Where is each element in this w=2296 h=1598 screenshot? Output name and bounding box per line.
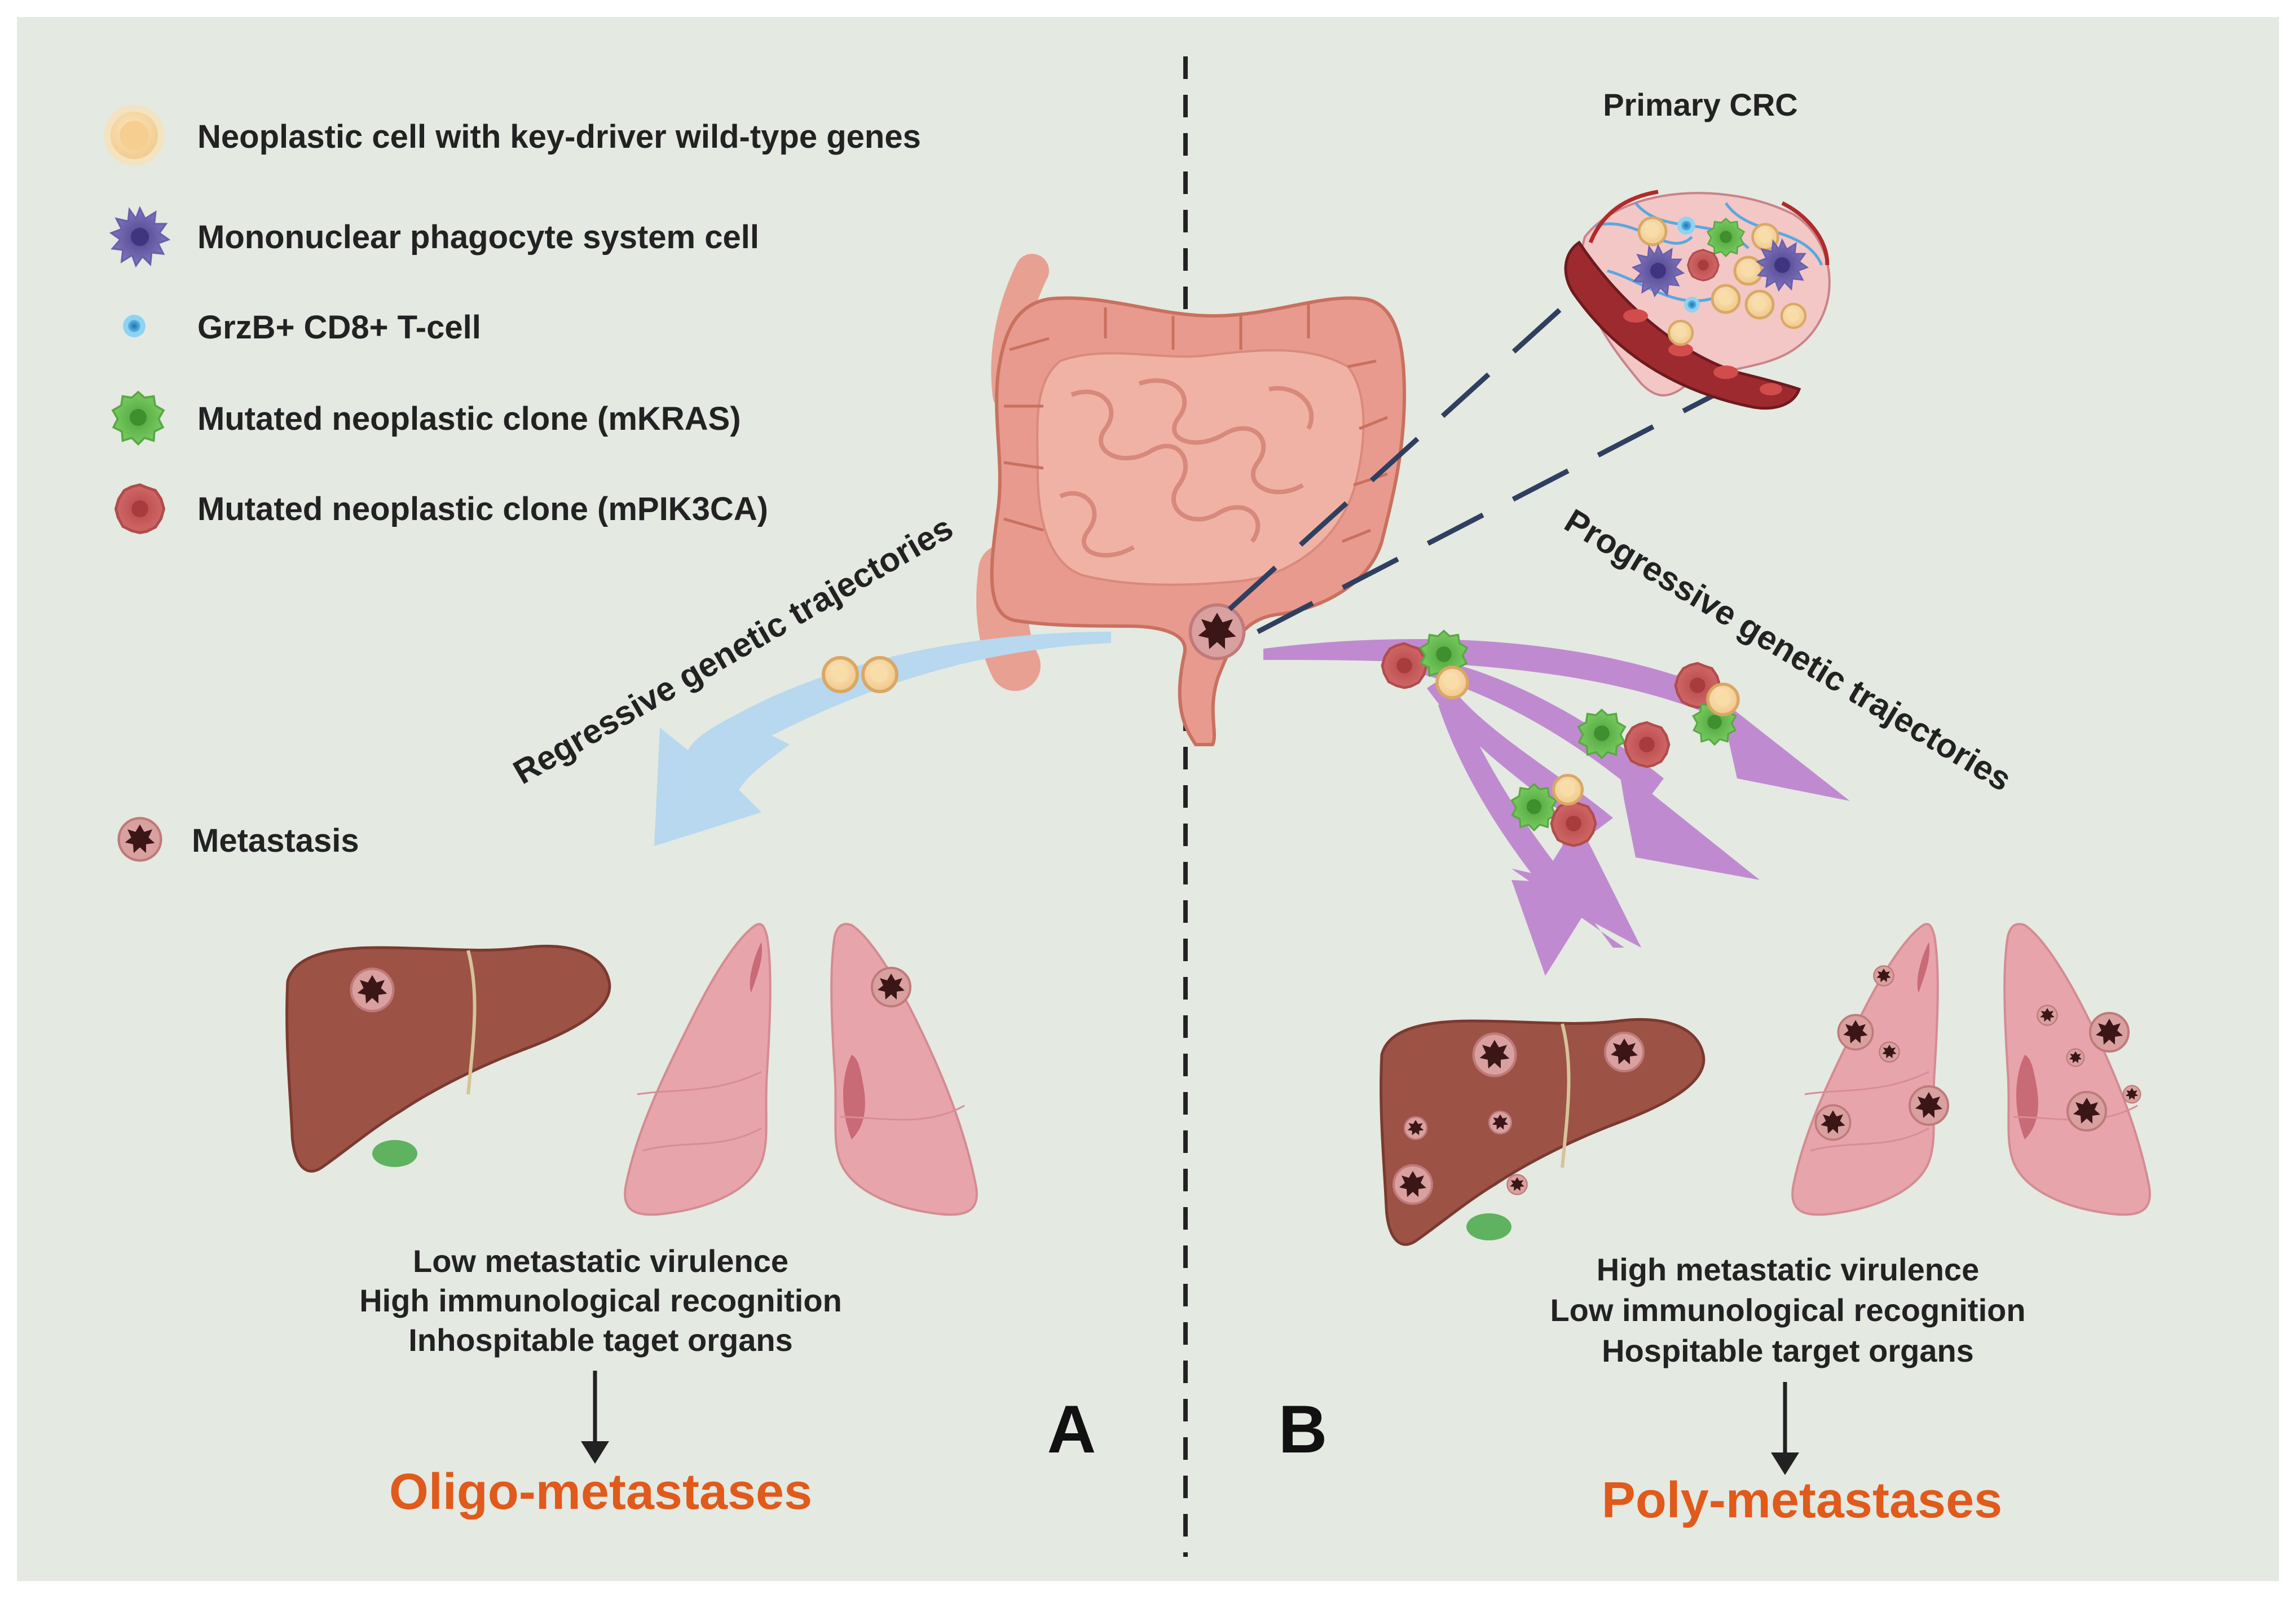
panel-a-letter: A (1047, 1392, 1096, 1467)
panel-b-text: High metastatic virulence Low immunologi… (1550, 1252, 2025, 1529)
legend-label-pik3ca: Mutated neoplastic clone (mPIK3CA) (197, 491, 768, 527)
legend-label-kras: Mutated neoplastic clone (mKRAS) (197, 400, 741, 437)
oligo-metastases-label: Oligo-metastases (389, 1464, 812, 1520)
legend-label-phagocyte: Mononuclear phagocyte system cell (197, 219, 759, 256)
legend-label-metastasis: Metastasis (192, 822, 359, 859)
primary-crc-illustration (1564, 190, 1831, 410)
pik3ca-clone-icon (116, 485, 164, 533)
panel-b-line-2: Low immunological recognition (1550, 1292, 2025, 1328)
wildtype-cell-icon (104, 105, 165, 166)
panel-b-arrowhead (1771, 1452, 1799, 1475)
panel-a-line-1: Low metastatic virulence (413, 1243, 788, 1279)
poly-metastases-label: Poly-metastases (1602, 1472, 2002, 1529)
figure-background (17, 17, 2279, 1581)
panel-a-line-3: Inhospitable taget organs (408, 1322, 792, 1358)
zoom-lines (1227, 280, 1716, 634)
colon-illustration (976, 254, 1407, 746)
panel-a-line-2: High immunological recognition (359, 1283, 842, 1318)
panel-b-line-1: High metastatic virulence (1597, 1252, 1979, 1287)
metastasis-icon (119, 818, 161, 861)
legend-label-t-cell: GrzB+ CD8+ T-cell (197, 309, 481, 346)
panel-b-letter: B (1279, 1392, 1328, 1467)
legend-label-wildtype: Neoplastic cell with key-driver wild-typ… (197, 118, 921, 155)
primary-crc-label: Primary CRC (1603, 87, 1797, 122)
regressive-arrow (654, 632, 1111, 846)
panel-b-line-3: Hospitable target organs (1602, 1333, 1974, 1368)
panel-a-text: Low metastatic virulence High immunologi… (359, 1243, 842, 1520)
panel-a-arrowhead (581, 1441, 609, 1464)
legend: Neoplastic cell with key-driver wild-typ… (104, 105, 921, 861)
progressive-arrows (1263, 629, 1850, 976)
t-cell-icon (123, 315, 146, 337)
